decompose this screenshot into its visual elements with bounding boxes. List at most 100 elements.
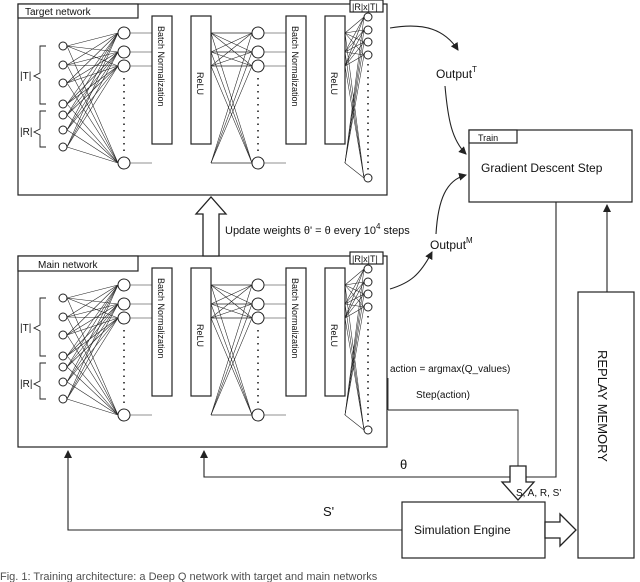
main-output-node — [363, 289, 373, 299]
main-output-node — [363, 277, 373, 287]
main-edge — [344, 303, 365, 308]
output-target-label: OutputT — [436, 65, 477, 81]
train-box: Train Gradient Descent Step — [468, 129, 633, 203]
target-edge — [344, 41, 365, 164]
main-bracket-t — [32, 297, 46, 357]
main-batch-norm-1-label: Batch Normalization — [156, 278, 166, 359]
target-edge — [66, 32, 119, 148]
main-edge — [210, 303, 253, 416]
sars-label: S, A, R, S' — [516, 488, 561, 499]
target-edge — [344, 29, 365, 67]
target-edge — [344, 41, 365, 53]
main-batch-norm-1-bar — [151, 267, 173, 397]
target-edge — [344, 41, 365, 67]
target-edge — [66, 32, 119, 116]
target-hidden1-node — [117, 26, 131, 40]
target-batch-norm-1-bar — [151, 15, 173, 145]
main-edge — [344, 306, 365, 319]
target-edge — [66, 82, 119, 164]
main-edge — [344, 293, 365, 416]
main-relu-1-label: ReLU — [195, 324, 205, 347]
step-action-label: Step(action) — [416, 390, 470, 401]
main-input-node — [58, 312, 68, 322]
main-input-node — [58, 362, 68, 372]
main-edge — [66, 316, 119, 416]
target-label-t: |T| — [20, 71, 31, 82]
main-network: Main network |T| |R| Batch Normalization… — [17, 251, 388, 448]
update-weights-label: Update weights θ' = θ every 104 steps — [225, 222, 410, 237]
main-hidden1-node — [117, 278, 131, 292]
main-edge — [66, 284, 119, 357]
target-network-title: Target network — [25, 7, 92, 18]
target-input-node — [58, 41, 68, 51]
target-edge — [344, 54, 365, 67]
target-hidden2-node — [251, 26, 265, 40]
target-network-title-tab — [17, 3, 139, 19]
target-edge — [344, 54, 365, 164]
target-edge — [344, 162, 365, 179]
main-edge — [66, 303, 119, 318]
main-edge — [66, 316, 119, 319]
target-hidden1-node — [117, 45, 131, 59]
target-edge — [66, 32, 119, 66]
main-hidden1-node — [117, 408, 131, 422]
main-hidden2-node — [251, 311, 265, 325]
main-edge — [210, 284, 253, 319]
simulation-engine-box — [401, 501, 546, 559]
main-edge — [344, 281, 365, 319]
target-edge — [66, 51, 119, 84]
main-edge — [66, 317, 119, 383]
main-edge — [66, 317, 119, 357]
main-output-label: |R|x|T| — [352, 254, 378, 264]
target-edge — [66, 51, 119, 148]
target-hidden2-node — [251, 45, 265, 59]
main-edge — [210, 317, 253, 416]
main-edge — [344, 303, 365, 431]
target-edge — [66, 51, 119, 131]
target-batch-norm-2-bar — [285, 15, 307, 145]
main-output-label-box — [349, 251, 384, 265]
output-target-to-train — [444, 85, 467, 155]
main-output-node — [363, 302, 373, 312]
target-edge — [66, 32, 119, 47]
target-edge — [210, 65, 253, 164]
target-edge — [344, 51, 365, 56]
main-edge — [66, 284, 119, 383]
target-edge — [66, 114, 119, 164]
target-output-node — [363, 12, 373, 22]
main-batch-norm-2-bar — [285, 267, 307, 397]
target-batch-norm-2-label: Batch Normalization — [290, 26, 300, 107]
action-label: action = argmax(Q_values) — [390, 364, 510, 375]
main-edge — [66, 303, 119, 383]
target-output-node — [363, 25, 373, 35]
target-edge — [210, 32, 253, 67]
main-edge — [210, 284, 253, 416]
s-prime-label: S' — [323, 504, 334, 519]
target-output-label-box — [349, 0, 384, 13]
main-edge — [344, 268, 365, 305]
target-edge — [66, 146, 119, 164]
target-output-node — [363, 37, 373, 47]
target-hidden1-node — [117, 156, 131, 170]
target-relu-1-bar — [190, 15, 212, 145]
main-input-node — [58, 377, 68, 387]
target-edge — [66, 65, 119, 131]
main-edge — [344, 317, 365, 431]
target-nodes — [58, 12, 373, 183]
main-edge — [66, 381, 119, 416]
main-edge — [344, 293, 365, 305]
theta-label: θ — [400, 457, 407, 472]
target-label-r: |R| — [20, 127, 32, 138]
target-edge — [344, 65, 365, 179]
target-edge — [66, 65, 119, 148]
main-output-node — [363, 264, 373, 274]
target-hidden2-node — [251, 156, 265, 170]
gradient-descent-step-label: Gradient Descent Step — [481, 161, 603, 175]
main-network-title-tab — [17, 255, 139, 272]
caption-fragment: Fig. 1: Training architecture: a Deep Q … — [0, 571, 378, 582]
main-edge — [344, 268, 365, 286]
target-input-node — [58, 78, 68, 88]
output-main-curve — [389, 251, 433, 290]
theta-feedback-line — [200, 202, 557, 478]
target-input-layer: |T| |R| — [20, 45, 46, 148]
